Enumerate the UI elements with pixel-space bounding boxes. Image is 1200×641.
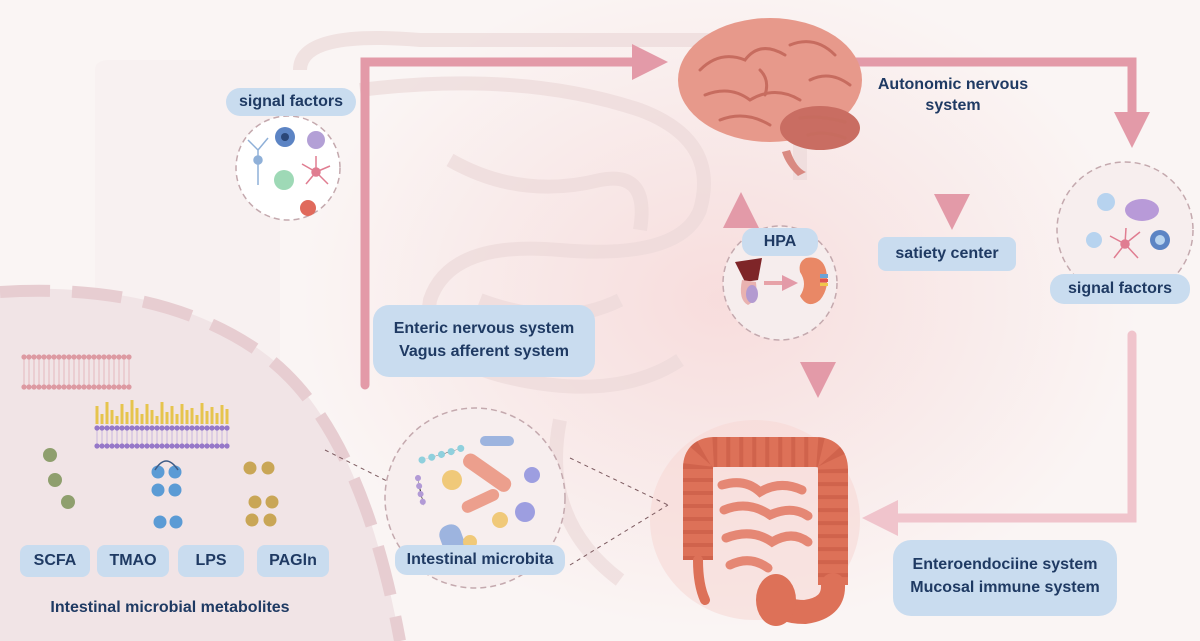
signal-factors-right-circle	[1056, 161, 1194, 299]
signal-factors-label-left: signal factors	[226, 88, 356, 116]
metabolite-scfa: SCFA	[20, 545, 90, 577]
signal-factors-left-circle	[235, 115, 341, 221]
arrow-signal-factors-to-colon	[862, 330, 1137, 536]
enteric-line-1: Enteric nervous system	[393, 320, 575, 337]
entero-line-1: Enteroendociine system	[912, 556, 1098, 573]
intestinal-microbita-label: Intestinal microbita	[395, 545, 565, 575]
lipid-bilayer-lps	[94, 400, 230, 449]
brain-icon	[678, 18, 862, 176]
lipid-bilayer-top	[21, 354, 132, 390]
satiety-center-label: satiety center	[878, 237, 1016, 271]
autonomic-line-1: Autonomic nervous	[877, 76, 1029, 93]
pituitary-icon	[735, 258, 762, 305]
cell-membrane-icon	[21, 354, 279, 529]
arrow-brain-to-signal-factors	[835, 57, 1150, 148]
enteric-nervous-system-label: Enteric nervous system Vagus afferent sy…	[373, 305, 595, 377]
enteroendocrine-system-label: Enteroendociine system Mucosal immune sy…	[893, 540, 1117, 616]
colon-icon	[650, 420, 860, 626]
entero-line-2: Mucosal immune system	[910, 579, 1100, 596]
metabolite-lps: LPS	[178, 545, 244, 577]
metabolite-pagln: PAGln	[257, 545, 329, 577]
astrocyte-icon	[301, 156, 331, 185]
metabolite-tmao: TMAO	[97, 545, 169, 577]
arrow-enteric-to-brain	[360, 44, 668, 390]
neuron-icon	[247, 137, 269, 185]
microbiota-circle	[384, 407, 566, 589]
intestinal-microbial-metabolites-title: Intestinal microbial metabolites	[50, 599, 290, 616]
signal-factors-label-right: signal factors	[1050, 274, 1190, 304]
dashed-connectors	[324, 449, 669, 566]
autonomic-line-2: system	[925, 96, 981, 114]
hpa-label: HPA	[742, 228, 818, 256]
kidney-icon	[799, 257, 828, 305]
metabolite-molecules	[43, 448, 279, 529]
autonomic-nervous-system-label: Autonomic nervous system	[858, 75, 1048, 117]
enteric-line-2: Vagus afferent system	[399, 343, 569, 360]
